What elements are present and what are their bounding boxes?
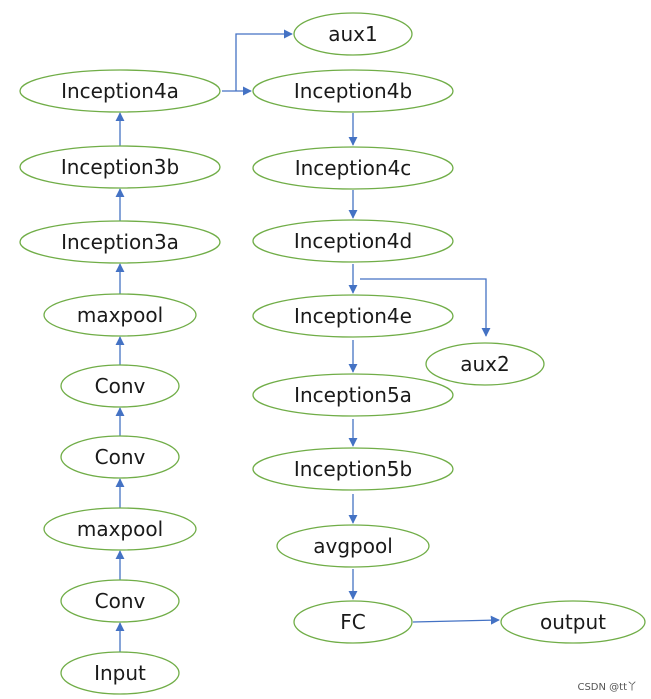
- node-ellipse-conv1: [60, 579, 180, 623]
- node-conv2: Conv: [60, 435, 180, 479]
- node-ellipse-conv2: [60, 435, 180, 479]
- node-fc: FC: [293, 600, 413, 644]
- node-inception4e: Inception4e: [252, 294, 454, 338]
- node-label-avgpool: avgpool: [313, 534, 393, 558]
- node-label-fc: FC: [340, 610, 365, 634]
- node-label-inception3b: Inception3b: [61, 155, 179, 179]
- node-ellipse-inception4c: [252, 146, 454, 190]
- node-ellipse-inception4e: [252, 294, 454, 338]
- node-inception4a: Inception4a: [19, 69, 221, 113]
- node-aux1: aux1: [293, 12, 413, 56]
- node-label-inception4b: Inception4b: [294, 79, 412, 103]
- node-label-input: Input: [94, 661, 146, 685]
- node-ellipse-inception4b: [252, 69, 454, 113]
- node-label-inception4d: Inception4d: [294, 229, 412, 253]
- node-output: output: [500, 600, 646, 644]
- node-label-inception4a: Inception4a: [61, 79, 179, 103]
- node-label-inception4e: Inception4e: [294, 304, 412, 328]
- node-inception3b: Inception3b: [19, 145, 221, 189]
- node-label-conv2: Conv: [95, 445, 146, 469]
- node-label-maxpool2: maxpool: [77, 303, 163, 327]
- node-label-inception5b: Inception5b: [294, 457, 412, 481]
- node-inception5b: Inception5b: [252, 447, 454, 491]
- node-ellipse-aux2: [425, 342, 545, 386]
- node-inception4c: Inception4c: [252, 146, 454, 190]
- node-conv1: Conv: [60, 579, 180, 623]
- node-inception4b: Inception4b: [252, 69, 454, 113]
- node-ellipse-input: [60, 651, 180, 695]
- node-ellipse-conv3: [60, 364, 180, 408]
- node-ellipse-inception4d: [252, 219, 454, 263]
- node-ellipse-output: [500, 600, 646, 644]
- node-ellipse-inception3b: [19, 145, 221, 189]
- watermark: CSDN @tt丫: [577, 682, 637, 693]
- node-ellipse-aux1: [293, 12, 413, 56]
- node-ellipse-inception5b: [252, 447, 454, 491]
- node-ellipse-fc: [293, 600, 413, 644]
- node-label-conv3: Conv: [95, 374, 146, 398]
- node-aux2: aux2: [425, 342, 545, 386]
- node-inception3a: Inception3a: [19, 220, 221, 264]
- edge-fc-to-output: [412, 615, 500, 625]
- node-label-output: output: [540, 610, 606, 634]
- node-maxpool2: maxpool: [43, 293, 197, 337]
- node-avgpool: avgpool: [276, 524, 430, 568]
- node-label-inception3a: Inception3a: [61, 230, 179, 254]
- node-ellipse-inception5a: [252, 373, 454, 417]
- node-label-inception5a: Inception5a: [294, 383, 412, 407]
- edges-layer: [115, 29, 500, 652]
- node-input: Input: [60, 651, 180, 695]
- node-inception4d: Inception4d: [252, 219, 454, 263]
- node-ellipse-inception4a: [19, 69, 221, 113]
- node-ellipse-inception3a: [19, 220, 221, 264]
- node-label-conv1: Conv: [95, 589, 146, 613]
- nodes-layer: InputConvmaxpoolConvConvmaxpoolInception…: [19, 12, 646, 695]
- node-label-inception4c: Inception4c: [295, 156, 412, 180]
- node-ellipse-avgpool: [276, 524, 430, 568]
- edge-inception4d-to-aux2: [360, 278, 491, 337]
- node-ellipse-maxpool1: [43, 507, 197, 551]
- node-conv3: Conv: [60, 364, 180, 408]
- node-label-maxpool1: maxpool: [77, 517, 163, 541]
- node-inception5a: Inception5a: [252, 373, 454, 417]
- node-ellipse-maxpool2: [43, 293, 197, 337]
- node-label-aux1: aux1: [328, 22, 378, 46]
- edge-inception4a-to-aux1: [235, 29, 293, 91]
- node-maxpool1: maxpool: [43, 507, 197, 551]
- node-label-aux2: aux2: [460, 352, 510, 376]
